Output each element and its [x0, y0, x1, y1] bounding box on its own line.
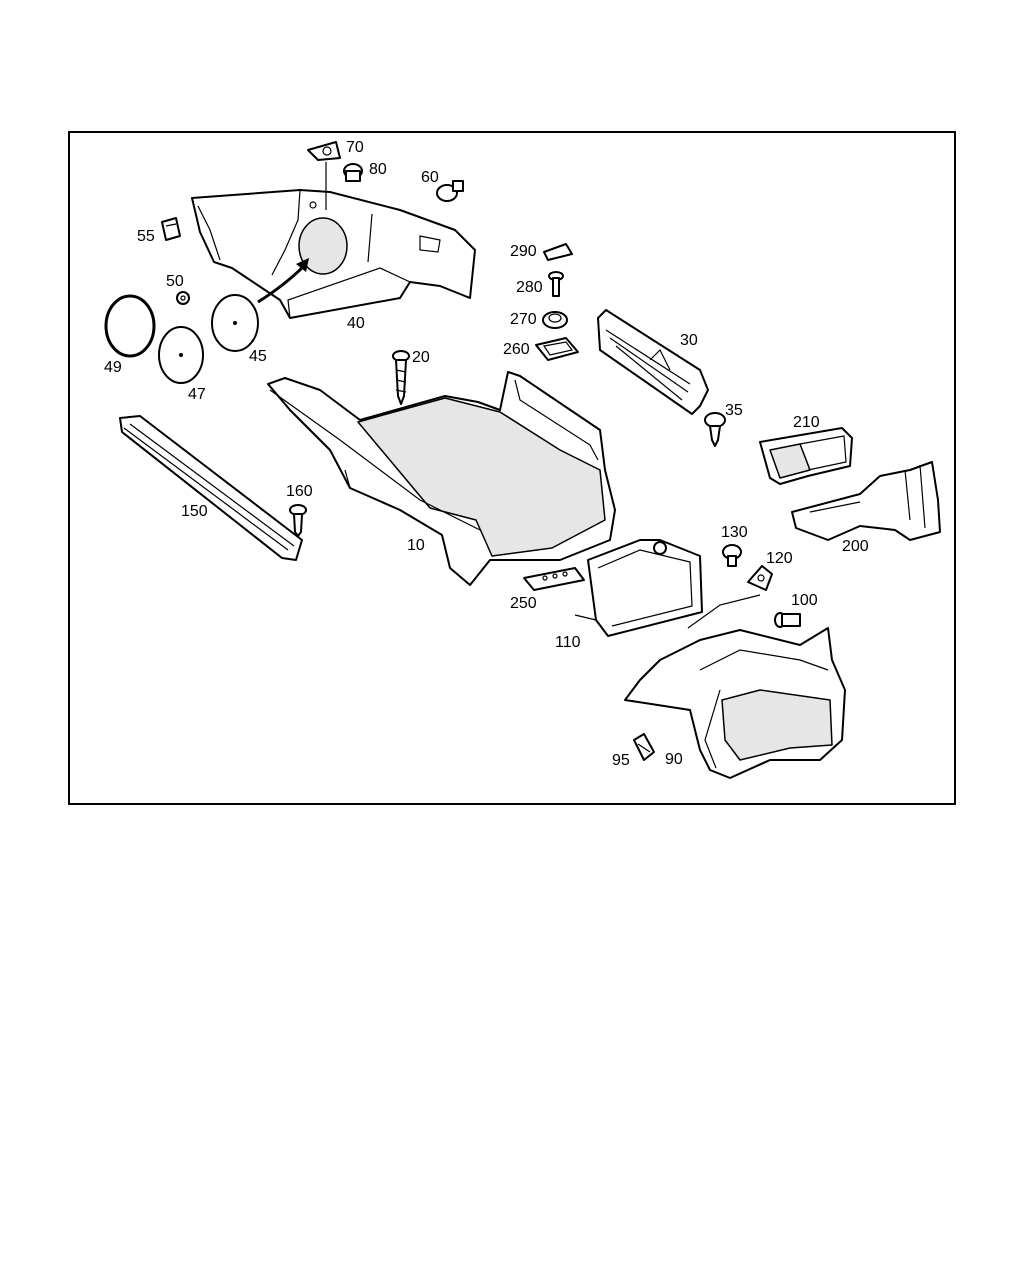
label-250: 250 [510, 595, 537, 612]
part-290-cap [543, 243, 573, 261]
part-60-plug [436, 180, 464, 202]
label-120: 120 [766, 550, 793, 567]
part-10-trunk-liner [267, 371, 616, 586]
part-50-nut [176, 291, 190, 305]
part-80-screw [343, 163, 363, 182]
part-49-ring [104, 294, 156, 358]
part-210-bracket [759, 427, 853, 485]
part-20-screw [392, 350, 410, 405]
label-290: 290 [510, 243, 537, 260]
part-120-clip [747, 565, 773, 591]
part-30-sill-cover [597, 309, 709, 415]
label-45: 45 [249, 348, 267, 365]
label-20: 20 [412, 349, 430, 366]
label-100: 100 [791, 592, 818, 609]
part-250-plate [523, 567, 585, 591]
part-35-clip [704, 412, 726, 447]
label-90: 90 [665, 751, 683, 768]
label-110: 110 [555, 634, 581, 651]
label-40: 40 [347, 315, 365, 332]
label-47: 47 [188, 386, 206, 403]
part-55-bracket [161, 217, 181, 241]
arrow-45-to-40 [257, 258, 309, 304]
part-47-disc [158, 326, 204, 384]
part-200-tray [791, 461, 941, 541]
label-60: 60 [421, 169, 439, 186]
label-80: 80 [369, 161, 387, 178]
part-45-disc [211, 294, 259, 352]
label-95: 95 [612, 752, 630, 769]
label-55: 55 [137, 228, 155, 245]
part-100-push-pin [774, 612, 801, 628]
label-30: 30 [680, 332, 698, 349]
label-50: 50 [166, 273, 184, 290]
label-160: 160 [286, 483, 313, 500]
label-210: 210 [793, 414, 820, 431]
part-280-pin [548, 271, 564, 297]
label-130: 130 [721, 524, 748, 541]
part-150-rail [119, 415, 303, 561]
part-number-labels: 70 80 60 55 50 40 49 47 45 20 150 160 10… [104, 139, 869, 769]
part-95-clip [633, 733, 655, 761]
label-200: 200 [842, 538, 869, 555]
label-150: 150 [181, 503, 208, 520]
part-90-side-panel [624, 627, 846, 779]
part-70-clip [307, 141, 341, 210]
part-160-screw [289, 504, 307, 537]
label-260: 260 [503, 341, 530, 358]
part-130-bolt [722, 544, 742, 567]
part-40-side-trim-panel [191, 189, 476, 319]
part-260-holder [535, 337, 579, 361]
label-270: 270 [510, 311, 537, 328]
label-35: 35 [725, 402, 743, 419]
label-49: 49 [104, 359, 122, 376]
label-280: 280 [516, 279, 543, 296]
part-270-grommet [542, 311, 568, 329]
label-10: 10 [407, 537, 425, 554]
part-110-panel [574, 539, 761, 637]
label-70: 70 [346, 139, 364, 156]
